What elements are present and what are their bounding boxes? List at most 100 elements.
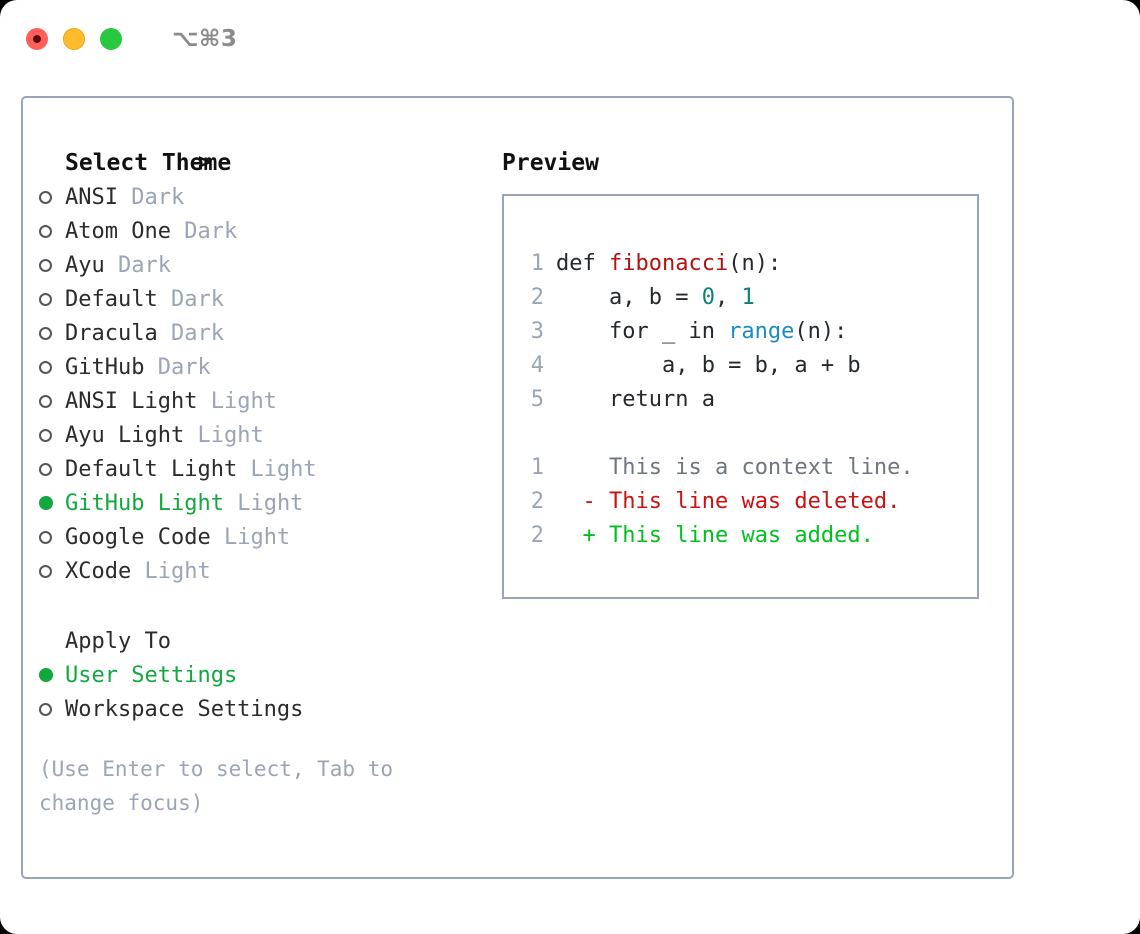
diff-sign: + [556, 522, 596, 548]
theme-list-item[interactable]: Ayu Light Light [39, 418, 499, 452]
code-token: (n): [794, 318, 848, 344]
diff-sign [556, 455, 596, 480]
theme-list-item[interactable]: Ayu Dark [39, 248, 499, 282]
radio-empty-icon [39, 322, 65, 344]
code-token: def [556, 250, 609, 276]
section-spacer [39, 588, 499, 624]
apply-to-title: Apply To [65, 628, 171, 654]
apply-to-option[interactable]: User Settings [39, 658, 499, 692]
line-number: 1 [530, 250, 544, 276]
radio-empty-icon [39, 458, 65, 480]
theme-list-item[interactable]: Dracula Dark [39, 316, 499, 350]
theme-name: ANSI Light [65, 388, 198, 414]
code-line: 1 def fibonacci(n): [522, 246, 914, 280]
diff-line: 2 + This line was added. [522, 518, 914, 552]
line-number: 5 [530, 386, 544, 412]
diff-sample: 1 This is a context line.2 - This line w… [522, 450, 914, 552]
radio-empty-icon [39, 288, 65, 310]
code-token: a, b = [556, 284, 702, 310]
theme-variant-label: Light [250, 456, 317, 482]
theme-name: GitHub Light [65, 490, 224, 516]
apply-to-option-label: Workspace Settings [65, 696, 304, 722]
keyboard-shortcut-label: ⌥⌘3 [172, 26, 238, 52]
theme-list-item[interactable]: GitHub Dark [39, 350, 499, 384]
line-number: 2 [530, 284, 544, 310]
radio-empty-icon [39, 698, 65, 720]
theme-name: Default [65, 286, 158, 312]
radio-empty-icon [39, 424, 65, 446]
code-blank-line [522, 416, 914, 450]
minimize-button-icon[interactable] [63, 28, 85, 50]
title-bar: ⌥⌘3 [0, 0, 1140, 78]
line-number: 3 [530, 318, 544, 344]
code-line: 5 return a [522, 382, 914, 416]
theme-name: Ayu [65, 252, 105, 278]
theme-variant-label: Dark [184, 218, 238, 244]
theme-list-item[interactable]: ANSI Dark [39, 180, 499, 214]
theme-variant-label: Dark [170, 286, 224, 312]
caret-icon: > [197, 150, 212, 175]
theme-variant-label: Dark [118, 252, 171, 278]
theme-variant-label: Light [210, 388, 277, 414]
radio-empty-icon [39, 526, 65, 548]
theme-name: Default Light [65, 456, 238, 482]
theme-list-item[interactable]: Default Light Light [39, 452, 499, 486]
radio-empty-icon [39, 356, 65, 378]
keyboard-hint-text: (Use Enter to select, Tab to change focu… [39, 757, 394, 815]
window-controls [26, 28, 122, 50]
theme-variant-label: Light [223, 524, 291, 550]
maximize-button-icon[interactable] [100, 28, 122, 50]
code-token: 0 [701, 284, 715, 310]
code-token: for _ in [556, 318, 729, 344]
code-line: 2 a, b = 0, 1 [522, 280, 914, 314]
theme-list-item[interactable]: XCode Light [39, 554, 499, 588]
code-token: range [728, 318, 795, 344]
diff-line: 2 - This line was deleted. [522, 484, 914, 518]
close-button-icon[interactable] [26, 28, 48, 50]
theme-list-item[interactable]: Google Code Light [39, 520, 499, 554]
code-token: , [714, 284, 742, 310]
theme-variant-label: Light [237, 490, 304, 516]
theme-list-item[interactable]: ANSI Light Light [39, 384, 499, 418]
line-number: 2 [530, 522, 544, 548]
code-token: 1 [741, 284, 755, 310]
theme-name: Ayu Light [65, 422, 185, 448]
theme-name: Atom One [65, 218, 171, 244]
diff-line: 1 This is a context line. [522, 450, 914, 484]
theme-name: GitHub [65, 354, 145, 380]
apply-to-option[interactable]: Workspace Settings [39, 692, 499, 726]
radio-empty-icon [39, 220, 65, 242]
theme-variant-label: Dark [131, 184, 185, 210]
theme-picker-title: Select Theme [65, 150, 232, 176]
preview-title: Preview [502, 150, 599, 176]
diff-sign: - [556, 488, 596, 514]
code-token: a, b = b, a + b [556, 352, 861, 378]
theme-name: Google Code [65, 524, 211, 550]
code-token: (n): [728, 250, 782, 276]
theme-list-item[interactable]: GitHub Light Light [39, 486, 499, 520]
radio-empty-icon [39, 390, 65, 412]
radio-selected-icon [39, 492, 65, 514]
theme-name: Dracula [65, 320, 158, 346]
radio-empty-icon [39, 560, 65, 582]
theme-list-item[interactable]: Atom One Dark [39, 214, 499, 248]
theme-picker-header: > Select Theme [39, 146, 499, 180]
theme-list-item[interactable]: Default Dark [39, 282, 499, 316]
code-token: fibonacci [608, 250, 729, 276]
apply-to-header: Apply To [39, 624, 499, 658]
theme-variant-label: Light [144, 558, 211, 584]
diff-text: This line was added. [595, 522, 874, 548]
apply-to-option-label: User Settings [65, 662, 238, 688]
theme-name: ANSI [65, 184, 118, 210]
code-line: 4 a, b = b, a + b [522, 348, 914, 382]
theme-variant-label: Dark [157, 354, 211, 380]
radio-selected-icon [39, 664, 65, 686]
theme-variant-label: Dark [170, 320, 224, 346]
